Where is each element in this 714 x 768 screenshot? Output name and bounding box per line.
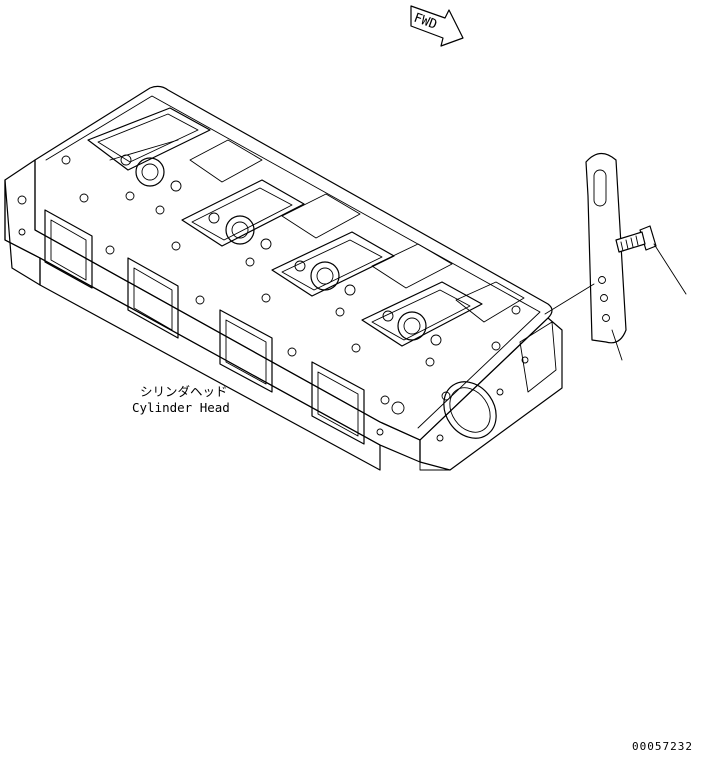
lifting-hanger — [585, 152, 627, 344]
fwd-arrow: FWD — [410, 5, 464, 47]
part-label-jp: シリンダヘッド — [140, 384, 228, 399]
leader-lines — [109, 139, 687, 361]
drawing-number: 00057232 — [632, 740, 693, 753]
flange-bolt — [615, 225, 657, 253]
valve-bay-2 — [181, 179, 361, 250]
cylinder-head — [4, 85, 563, 471]
part-label-en: Cylinder Head — [132, 400, 230, 415]
valve-bay-1 — [87, 107, 263, 201]
valve-bay-4 — [361, 281, 525, 347]
valve-bay-3 — [271, 231, 453, 297]
